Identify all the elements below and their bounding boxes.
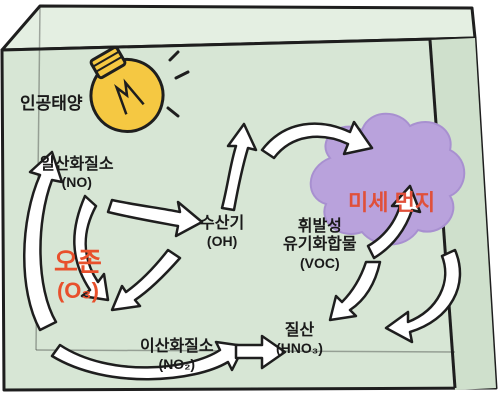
voc-name: 유기화합물 <box>283 236 357 254</box>
no-formula: (NO) <box>61 174 92 191</box>
hno3-formula: (HNO₃) <box>276 340 323 357</box>
label-voc: 휘발성 유기화합물 (VOC) <box>283 218 357 271</box>
sun-ray-icon <box>166 50 190 118</box>
oh-name: 수산기 <box>200 215 245 232</box>
label-nitric-oxide: 일산화질소 (NO) <box>40 156 114 190</box>
label-artificial-sun: 인공태양 <box>20 94 83 113</box>
ozone-formula: (O₃) <box>56 277 99 303</box>
label-nitric-acid: 질산 (HNO₃) <box>276 322 323 356</box>
cycle-arrow-icon <box>23 120 462 381</box>
no-name: 일산화질소 <box>40 156 114 173</box>
label-ozone: 오존 (O₃) <box>54 247 102 303</box>
ozone-name: 오존 <box>54 247 102 277</box>
no2-formula: (NO₂) <box>158 356 196 373</box>
label-nitrogen-dioxide: 이산화질소 (NO₂) <box>140 338 214 372</box>
label-fine-dust: 미세 먼지 <box>348 190 436 215</box>
label-hydroxyl: 수산기 (OH) <box>200 215 244 249</box>
no2-name: 이산화질소 <box>140 338 214 355</box>
voc-formula: (VOC) <box>299 254 340 271</box>
oh-formula: (OH) <box>206 233 238 250</box>
voc-top: 휘발성 <box>297 218 342 235</box>
hno3-name: 질산 <box>284 322 315 339</box>
light-bulb-icon <box>89 45 165 133</box>
